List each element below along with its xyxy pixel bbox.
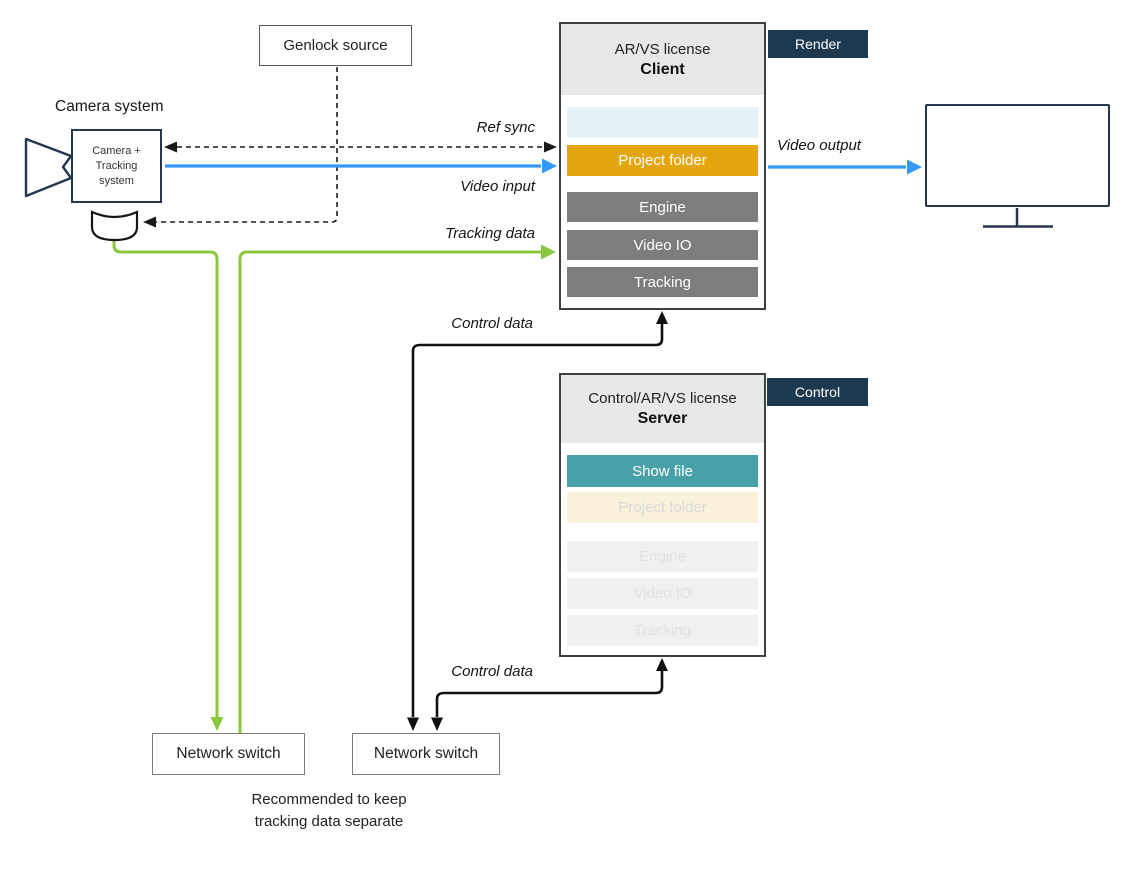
server-row-tracking: Tracking — [567, 615, 758, 646]
render-tag: Render — [768, 30, 868, 58]
client-row-tracking: Tracking — [567, 267, 758, 297]
genlock-label: Genlock source — [283, 37, 388, 54]
client-header: AR/VS license Client — [561, 24, 764, 95]
control-arrow-client-down — [407, 717, 419, 731]
server-row-show-file: Show file — [567, 455, 758, 487]
camera-tracking-box: Camera + Tracking system — [71, 129, 162, 203]
control-arrow-server-down — [431, 717, 443, 731]
video-input-arrow — [542, 158, 557, 174]
video-input-label: Video input — [460, 178, 535, 195]
client-stack: AR/VS license Client Project folder Engi… — [559, 22, 766, 310]
ref-sync-arrow-left — [164, 141, 177, 153]
tracking-arrow-client — [541, 244, 556, 260]
tracking-note-line2: tracking data separate — [254, 813, 404, 830]
video-output-label: Video output — [777, 137, 861, 154]
client-row-engine: Engine — [567, 192, 758, 222]
control-data-label-top: Control data — [451, 315, 533, 332]
control-tag: Control — [767, 378, 868, 406]
tracking-data-label: Tracking data — [445, 225, 535, 242]
server-stack: Control/AR/VS license Server Show file P… — [559, 373, 766, 657]
server-license-label: Control/AR/VS license — [588, 390, 737, 407]
control-line-server — [435, 670, 664, 717]
camera-system-title: Camera system — [55, 98, 164, 115]
server-role-label: Server — [637, 410, 688, 427]
camera-box-line2: Tracking — [95, 159, 138, 172]
server-row-project-folder: Project folder — [567, 492, 758, 523]
server-row-video-io: Video IO — [567, 578, 758, 609]
tracking-line-to-client — [238, 250, 541, 733]
ref-sync-arrow-right — [544, 141, 557, 153]
camera-lens-icon — [24, 137, 73, 198]
client-row-show-file-empty — [567, 107, 758, 138]
camera-box-line3: system — [99, 174, 134, 187]
monitor-stand-icon — [983, 208, 1053, 228]
monitor-icon — [925, 104, 1110, 207]
camera-box-line1: Camera + — [92, 144, 141, 157]
control-arrow-client-up — [656, 311, 668, 324]
control-arrow-server-up — [656, 658, 668, 671]
network-switch-right-label: Network switch — [373, 745, 479, 762]
tracking-line-to-switch — [112, 240, 219, 717]
tracking-arrow-switch — [210, 717, 224, 731]
client-row-video-io: Video IO — [567, 230, 758, 260]
client-license-label: AR/VS license — [614, 40, 711, 58]
video-output-arrow — [907, 159, 922, 175]
ref-sync-label: Ref sync — [476, 119, 535, 136]
genlock-source-box: Genlock source — [259, 25, 412, 66]
genlock-dashed-line — [156, 67, 338, 223]
tracking-note-line1: Recommended to keep — [251, 791, 407, 808]
genlock-arrow — [143, 216, 156, 228]
control-data-label-bottom: Control data — [451, 663, 533, 680]
client-row-project-folder: Project folder — [567, 145, 758, 176]
network-switch-left-label: Network switch — [176, 745, 281, 762]
tracking-sensor-icon — [90, 210, 139, 242]
server-header: Control/AR/VS license Server — [561, 375, 764, 443]
server-row-engine: Engine — [567, 541, 758, 572]
client-role-label: Client — [640, 60, 685, 78]
tracking-note: Recommended to keep tracking data separa… — [233, 789, 425, 833]
network-switch-right: Network switch — [352, 733, 500, 775]
network-switch-left: Network switch — [152, 733, 305, 775]
control-line-client — [411, 323, 664, 717]
